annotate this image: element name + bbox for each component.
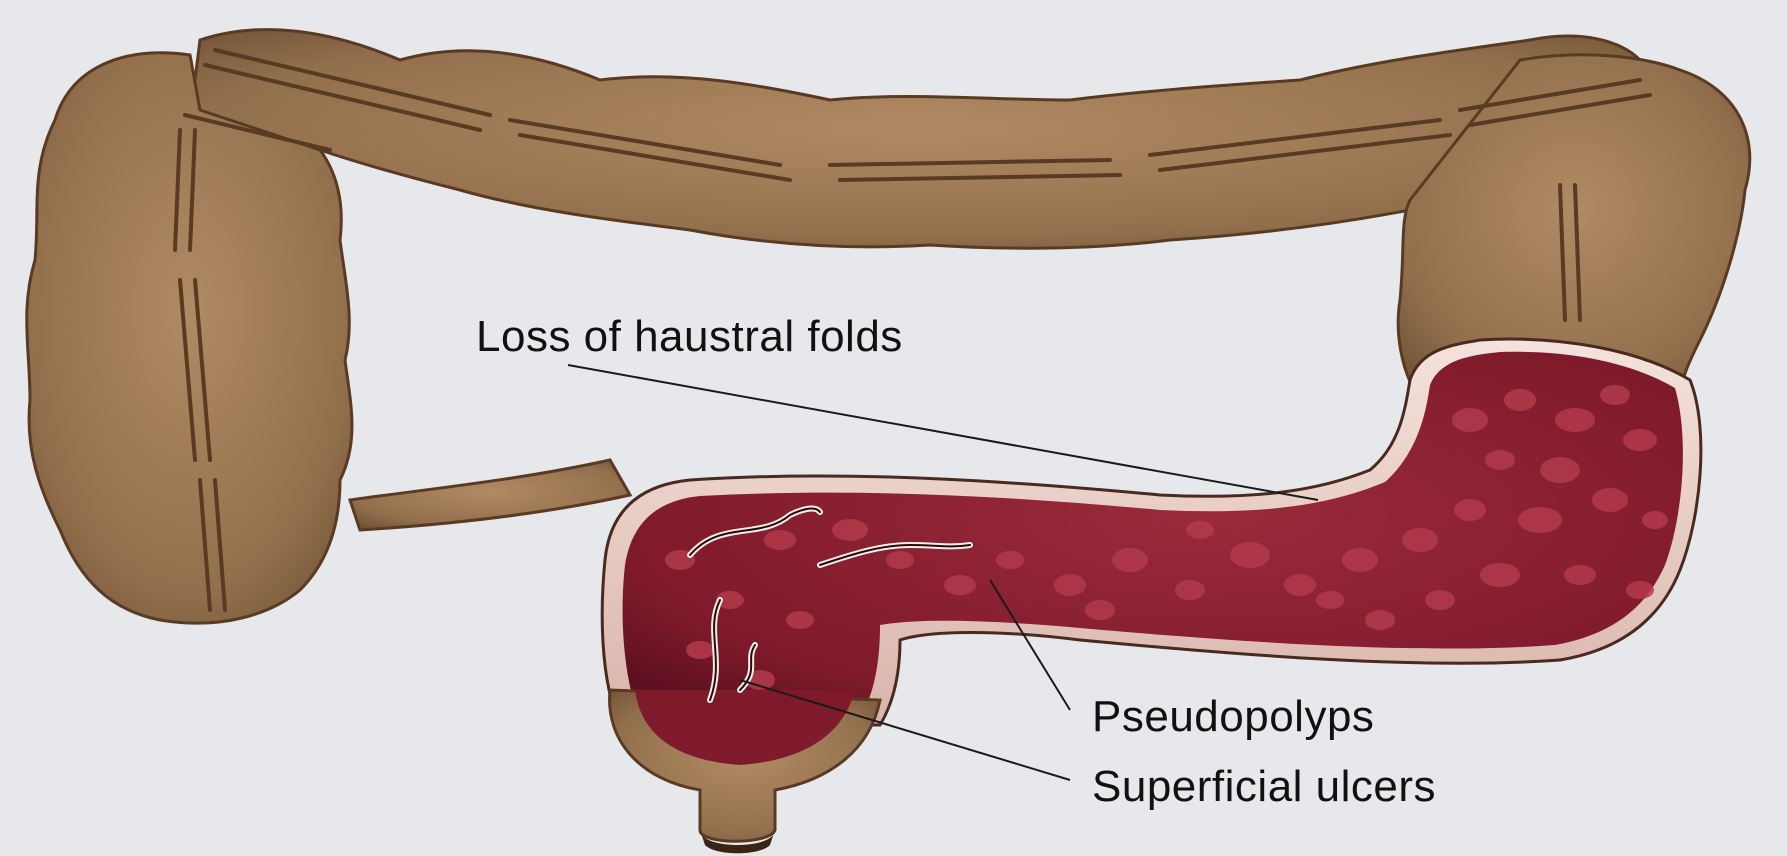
terminal-ileum <box>350 460 630 530</box>
label-loss-of-haustral-folds: Loss of haustral folds <box>476 312 903 362</box>
label-superficial-ulcers: Superficial ulcers <box>1092 762 1436 812</box>
label-pseudopolyps: Pseudopolyps <box>1092 692 1374 742</box>
